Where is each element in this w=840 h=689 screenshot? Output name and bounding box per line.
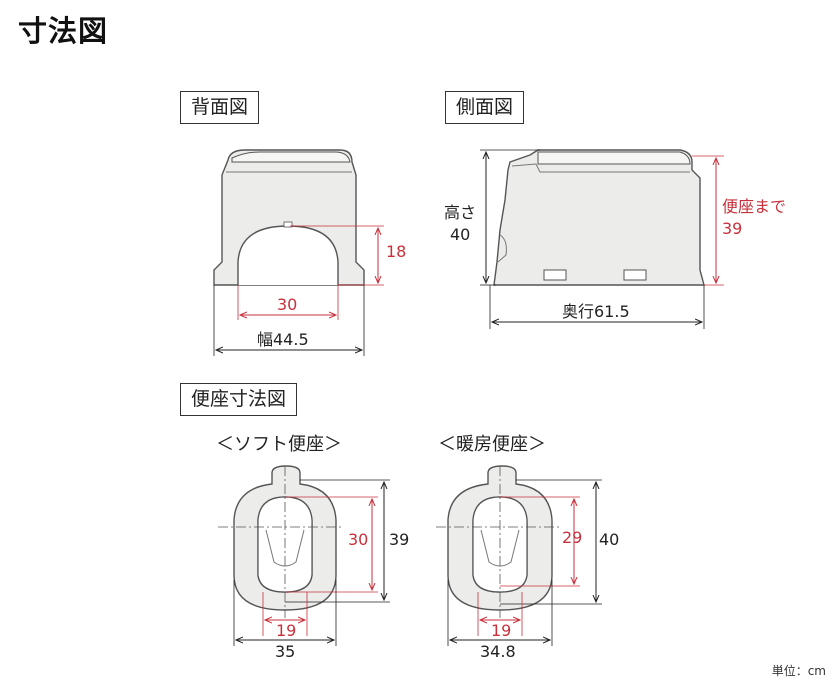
heated-seat-inner-width-red-label: 19 (491, 621, 511, 640)
side-view-rim-line (511, 163, 690, 173)
side-view-body (493, 149, 705, 286)
back-view-drawing: 18 30 幅44.5 (213, 149, 406, 356)
back-view-arch (237, 225, 339, 285)
seat-dimensions-label: 便座寸法図 (180, 383, 298, 416)
side-depth-label: 奥行61.5 (562, 302, 630, 321)
side-view-lid (537, 151, 691, 165)
heated-seat-drawing: 29 40 19 34.8 (436, 465, 619, 661)
back-height-red-label: 18 (386, 242, 406, 261)
soft-seat-heading: ＜ソフト便座＞ (216, 434, 342, 455)
soft-seat-inner-width-red-label: 19 (276, 621, 296, 640)
heated-seat-inner-height-red-label: 29 (562, 528, 582, 547)
unit-note: 単位：cm (771, 664, 826, 678)
back-opening-width-red-label: 30 (277, 295, 297, 314)
soft-seat-outer-width-label: 35 (275, 642, 295, 661)
soft-seat-inner-height-red-label: 30 (348, 530, 368, 549)
back-view-lid (231, 151, 351, 163)
side-height-label-1: 高さ (444, 203, 476, 222)
side-seat-height-label-1: 便座まで (722, 197, 786, 216)
heated-seat-outer-height-label: 40 (599, 530, 619, 549)
back-view-label: 背面図 (180, 91, 260, 124)
soft-seat-outer-height-label: 39 (389, 530, 409, 549)
side-view-foot-left (543, 269, 567, 281)
heated-seat-heading: ＜暖房便座＞ (438, 434, 546, 455)
side-view-contour (497, 234, 507, 263)
heated-seat-outer-width-label: 34.8 (480, 642, 516, 661)
side-view-drawing: 高さ 40 便座まで 39 奥行61.5 (444, 149, 786, 329)
side-height-label-2: 40 (450, 225, 470, 244)
page-title: 寸法図 (18, 14, 109, 48)
soft-seat-drawing: 30 39 19 35 (218, 465, 409, 661)
back-width-label: 幅44.5 (257, 330, 309, 349)
side-view-foot-right (623, 269, 647, 281)
side-view-label: 側面図 (445, 91, 525, 124)
back-view-notch (283, 221, 293, 228)
side-seat-height-label-2: 39 (722, 219, 742, 238)
